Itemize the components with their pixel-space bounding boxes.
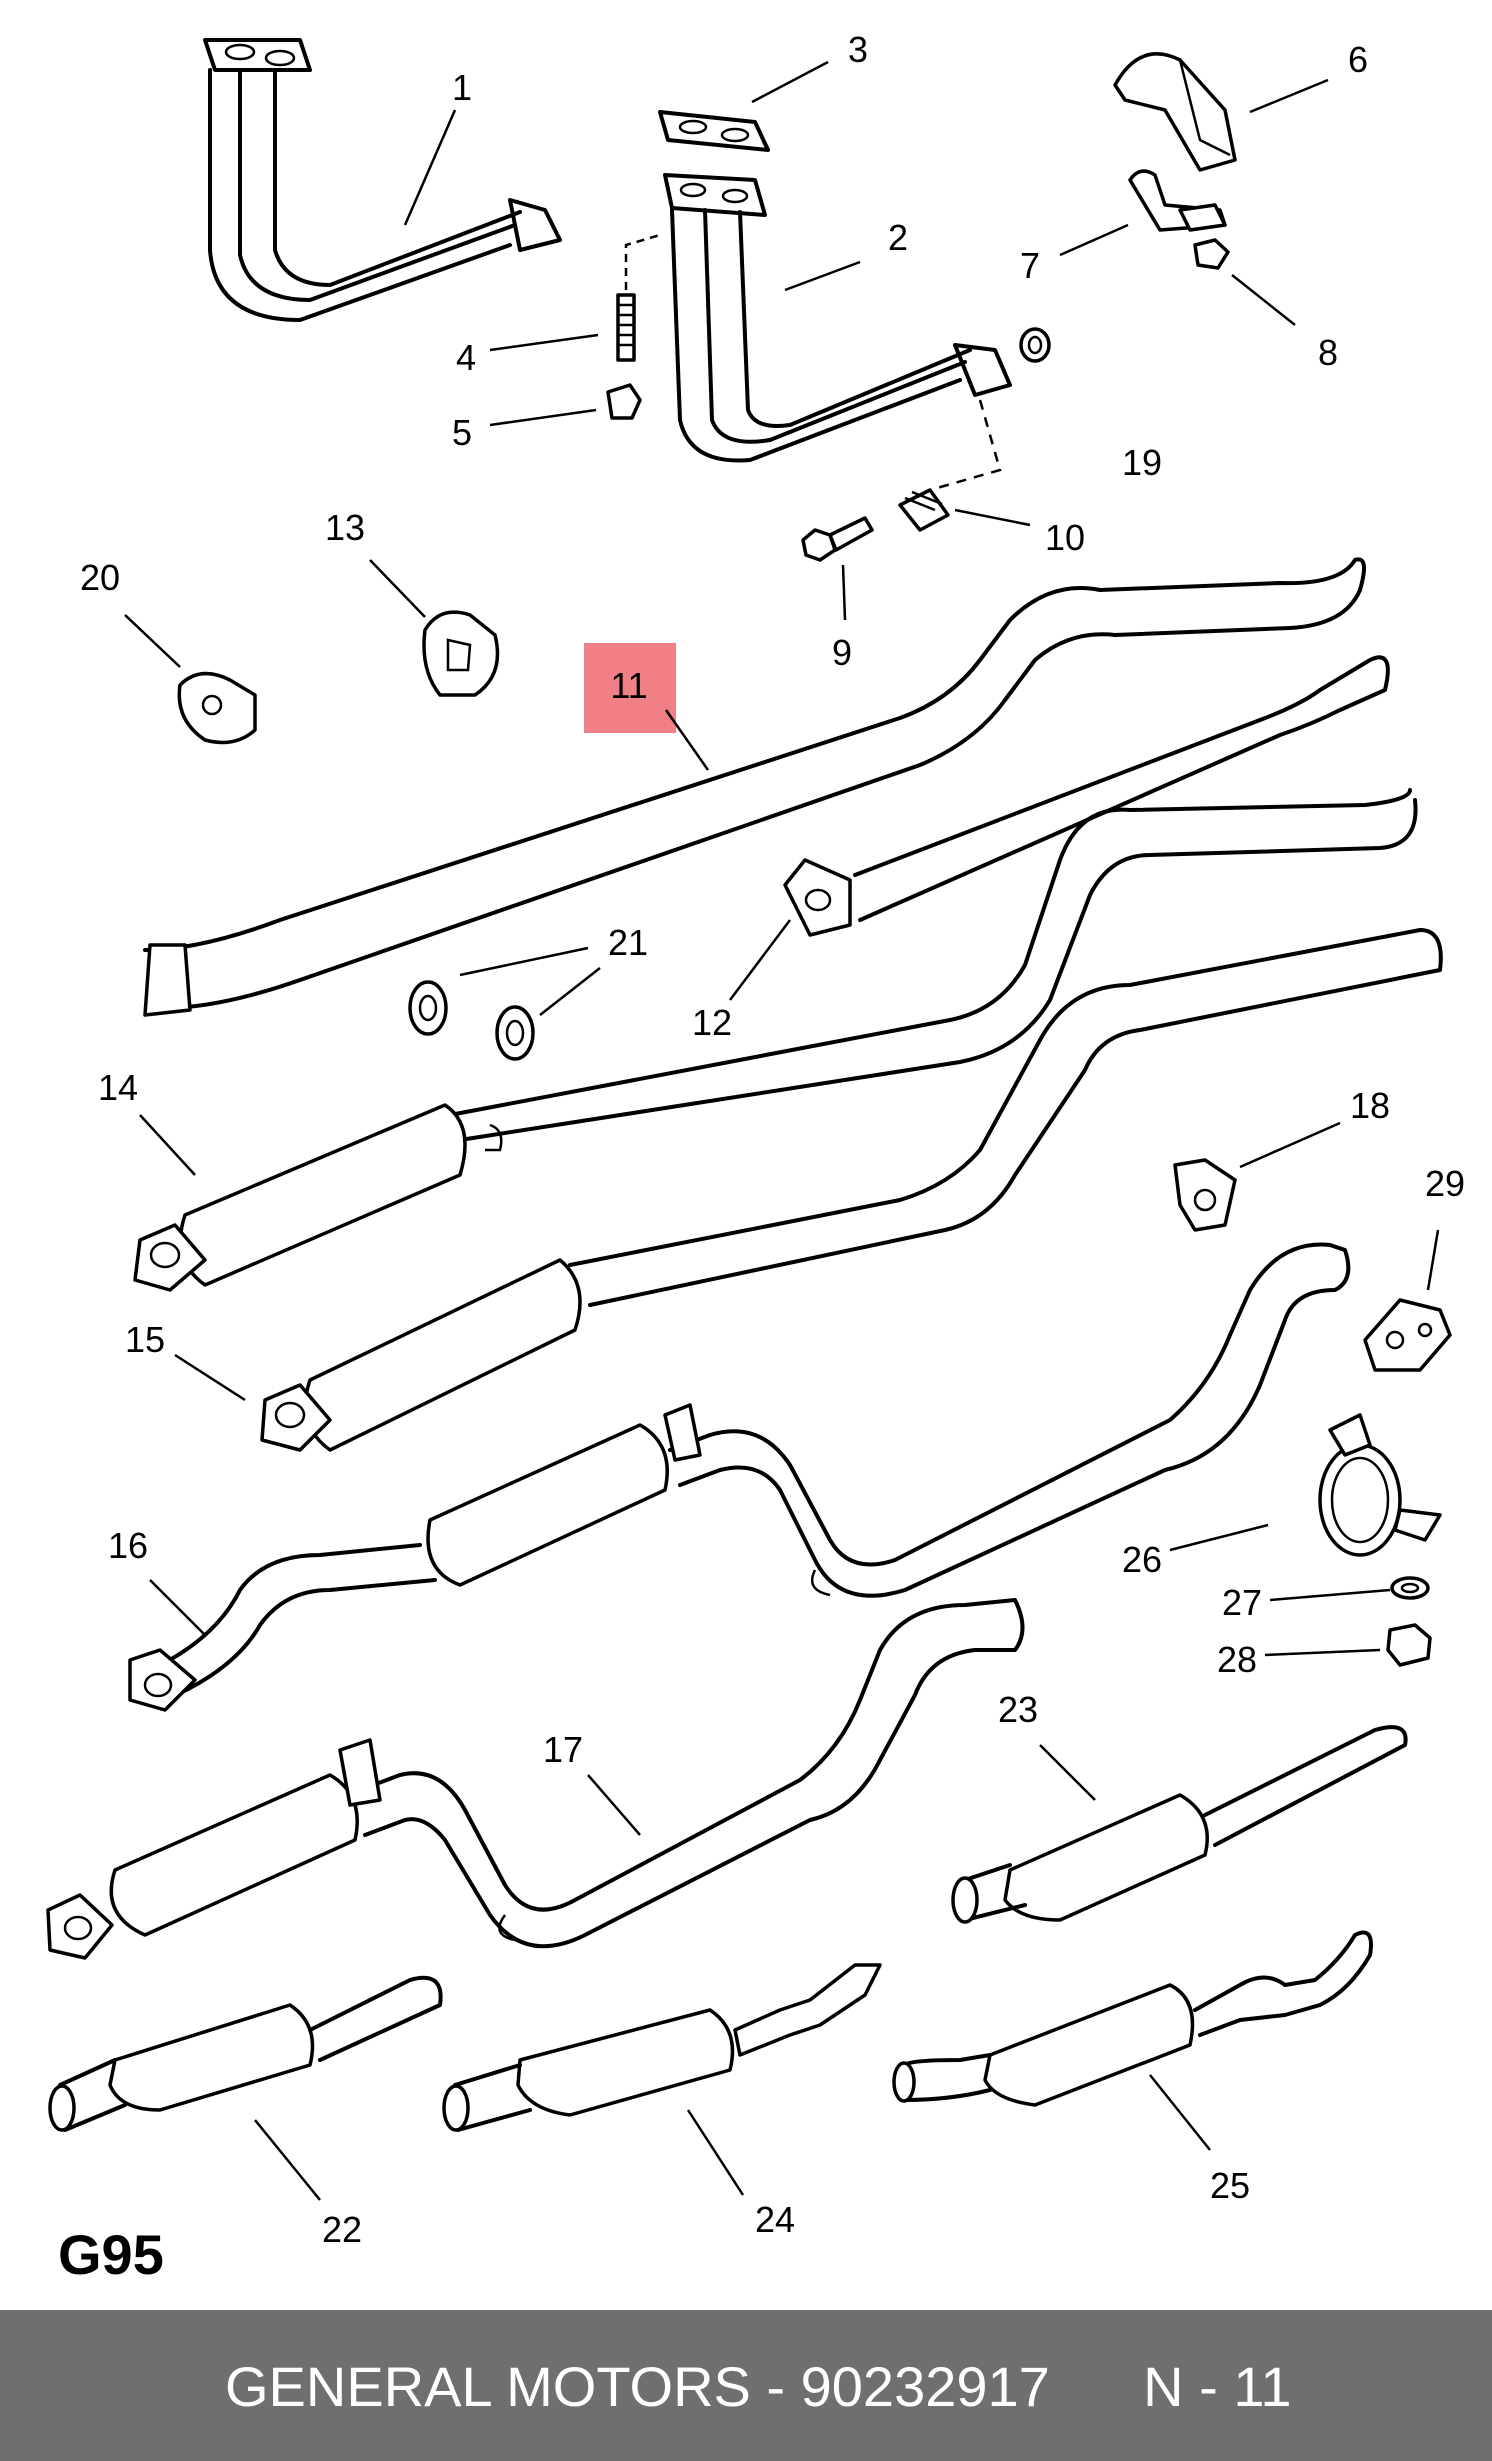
callout-19: 19 xyxy=(1122,442,1162,483)
part-11-pipe xyxy=(143,557,1366,1017)
callout-18: 18 xyxy=(1350,1085,1390,1126)
part-24-muffler xyxy=(442,1963,882,2132)
part-23-muffler xyxy=(951,1725,1408,1924)
callout-26: 26 xyxy=(1122,1539,1162,1580)
callout-4: 4 xyxy=(456,337,476,378)
part-29-bracket xyxy=(1363,1298,1452,1372)
callout-25: 25 xyxy=(1210,2165,1250,2206)
part-3-gasket xyxy=(658,110,770,152)
callout-5: 5 xyxy=(452,412,472,453)
part-21-gaskets xyxy=(408,980,535,1061)
callout-2: 2 xyxy=(888,217,908,258)
part-8-nut xyxy=(1193,238,1230,270)
part-1-downpipe xyxy=(203,38,562,322)
callout-23: 23 xyxy=(998,1689,1038,1730)
part-6-bracket xyxy=(1113,52,1237,172)
part-12-pipe xyxy=(783,655,1390,937)
callout-21: 21 xyxy=(608,922,648,963)
callout-7: 7 xyxy=(1020,245,1040,286)
sheet-code-label: G95 xyxy=(58,2223,164,2286)
callout-6: 6 xyxy=(1348,39,1368,80)
part-19-ring xyxy=(1019,327,1051,363)
part-27-washer xyxy=(1390,1576,1430,1600)
part-4-stud xyxy=(616,233,661,362)
callout-13: 13 xyxy=(325,507,365,548)
part-15-pipe-muffler xyxy=(260,928,1443,1452)
callout-11-highlight xyxy=(584,643,676,733)
part-16-pipe-muffler xyxy=(128,1242,1351,1712)
callout-1: 1 xyxy=(452,67,472,108)
callout-12: 12 xyxy=(692,1002,732,1043)
callout-11: 11 xyxy=(610,665,647,706)
part-2-downpipe xyxy=(663,173,1012,492)
part-7-clip xyxy=(1128,169,1227,232)
callout-15: 15 xyxy=(125,1319,165,1360)
part-9-bolt xyxy=(801,516,874,562)
part-5-nut xyxy=(606,383,642,420)
callout-20: 20 xyxy=(80,557,120,598)
part-18-hanger xyxy=(1173,1158,1237,1232)
part-20-ring xyxy=(177,671,257,745)
part-13-mount xyxy=(422,610,500,697)
callout-labels: 1 2 3 4 5 6 7 8 9 10 11 12 13 14 15 16 1… xyxy=(80,29,1465,2250)
callout-28: 28 xyxy=(1217,1639,1257,1680)
part-28-nut xyxy=(1386,1623,1432,1667)
callout-24: 24 xyxy=(755,2199,795,2240)
part-10-spring xyxy=(898,488,950,532)
part-25-muffler xyxy=(892,1930,1373,2107)
callout-17: 17 xyxy=(543,1729,583,1770)
part-26-clamp xyxy=(1318,1413,1442,1557)
callout-29: 29 xyxy=(1425,1163,1465,1204)
part-22-muffler xyxy=(48,1975,443,2132)
callout-3: 3 xyxy=(848,29,868,70)
footer-part-number: GENERAL MOTORS - 90232917 N - 11 xyxy=(225,2355,1292,2418)
callout-16: 16 xyxy=(108,1525,148,1566)
exhaust-parts-diagram: 1 2 3 4 5 6 7 8 9 10 11 12 13 14 15 16 1… xyxy=(46,29,1465,2250)
leader-lines xyxy=(124,60,1440,2201)
callout-27: 27 xyxy=(1222,1582,1262,1623)
callout-9: 9 xyxy=(832,632,852,673)
part-17-pipe-muffler xyxy=(46,1598,1025,1960)
callout-8: 8 xyxy=(1318,332,1338,373)
callout-10: 10 xyxy=(1045,517,1085,558)
callout-14: 14 xyxy=(98,1067,138,1108)
callout-22: 22 xyxy=(322,2209,362,2250)
part-14-pipe-muffler xyxy=(133,788,1418,1292)
footer-bar: GENERAL MOTORS - 90232917 N - 11 xyxy=(0,2310,1492,2461)
